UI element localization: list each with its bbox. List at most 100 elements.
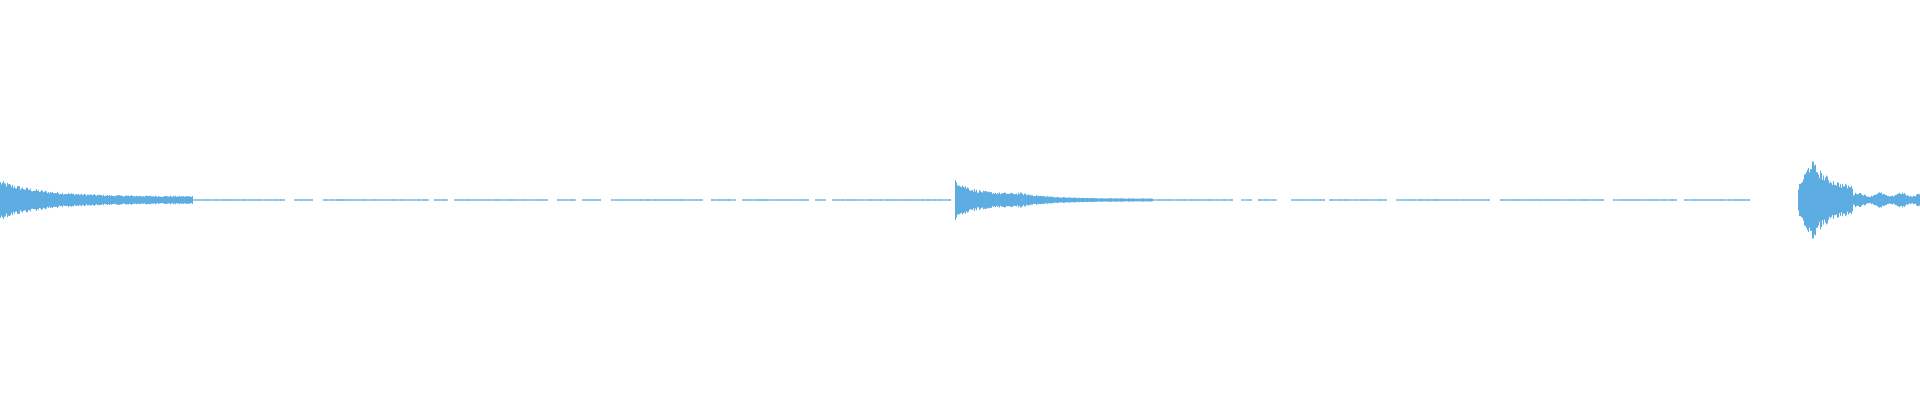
waveform-sample	[1897, 194, 1898, 206]
waveform-sample	[1130, 198, 1131, 202]
waveform-sample	[1741, 199, 1742, 201]
waveform-sample	[1530, 199, 1531, 201]
waveform-sample	[659, 199, 660, 201]
waveform-sample	[125, 195, 126, 205]
waveform-sample	[1344, 199, 1345, 201]
waveform-sample	[1511, 199, 1512, 201]
waveform-sample	[1746, 199, 1747, 201]
waveform-sample	[1449, 199, 1450, 201]
waveform-sample	[1265, 199, 1266, 201]
waveform-sample	[339, 199, 340, 201]
waveform-sample	[363, 199, 364, 201]
waveform-sample	[193, 199, 194, 201]
waveform-sample	[1341, 199, 1342, 201]
waveform-sample	[0, 182, 1, 218]
waveform-sample	[977, 192, 978, 208]
waveform-sample	[799, 199, 800, 201]
waveform-sample	[1837, 182, 1838, 218]
waveform-sample	[820, 199, 821, 201]
waveform-sample	[632, 199, 633, 201]
waveform-sample	[189, 196, 190, 204]
waveform-sample	[512, 199, 513, 201]
waveform-sample	[835, 199, 836, 201]
waveform-sample	[590, 199, 591, 201]
waveform-sample	[664, 199, 665, 201]
waveform-sample	[408, 199, 409, 201]
waveform-sample	[312, 199, 313, 201]
waveform-sample	[112, 195, 113, 205]
waveform-sample	[476, 199, 477, 201]
waveform-sample	[801, 199, 802, 201]
waveform-sample	[1800, 183, 1801, 217]
waveform-sample	[1092, 198, 1093, 202]
waveform-sample	[1465, 199, 1466, 201]
waveform-sample	[972, 189, 973, 211]
waveform-sample	[396, 199, 397, 201]
waveform-sample	[1691, 199, 1692, 201]
waveform-sample	[1178, 199, 1179, 201]
waveform-sample	[1115, 198, 1116, 202]
waveform-sample	[1847, 188, 1848, 212]
waveform-sample	[924, 199, 925, 201]
waveform-sample	[1687, 199, 1688, 201]
waveform-sample	[926, 199, 927, 201]
waveform-sample	[1572, 199, 1573, 201]
waveform-sample	[1018, 192, 1019, 208]
waveform-sample	[1908, 195, 1909, 205]
waveform-sample	[1350, 199, 1351, 201]
waveform-sample	[89, 195, 90, 205]
waveform-sample	[360, 199, 361, 201]
waveform-sample	[915, 199, 916, 201]
waveform-sample	[1298, 199, 1299, 201]
waveform-sample	[783, 199, 784, 201]
waveform-sample	[1900, 193, 1901, 207]
waveform-sample	[143, 196, 144, 204]
waveform-sample	[1013, 193, 1014, 207]
waveform-sample	[514, 199, 515, 201]
waveform-sample	[390, 199, 391, 201]
waveform-sample	[1000, 194, 1001, 206]
waveform-sample	[24, 189, 25, 211]
waveform-sample	[425, 199, 426, 201]
waveform-sample	[716, 199, 717, 201]
waveform-sample	[410, 199, 411, 201]
waveform-sample	[687, 199, 688, 201]
waveform-sample	[1472, 199, 1473, 201]
waveform-sample	[1690, 199, 1691, 201]
waveform-sample	[1421, 199, 1422, 201]
waveform-sample	[1887, 196, 1888, 204]
waveform-sample	[672, 199, 673, 201]
waveform-sample	[1069, 197, 1070, 203]
waveform-sample	[490, 199, 491, 201]
waveform-sample	[620, 199, 621, 201]
waveform-sample	[1293, 199, 1294, 201]
waveform-sample	[214, 199, 215, 201]
waveform-sample	[1249, 199, 1250, 201]
waveform-sample	[1414, 199, 1415, 201]
waveform-sample	[1186, 199, 1187, 201]
waveform-sample	[984, 191, 985, 209]
waveform-sample	[79, 194, 80, 206]
waveform-sample	[1714, 199, 1715, 201]
waveform-sample	[1354, 199, 1355, 201]
waveform-sample	[1505, 199, 1506, 201]
waveform-sample	[753, 199, 754, 201]
waveform-sample	[192, 196, 193, 204]
waveform-sample	[1127, 198, 1128, 202]
waveform-sample	[758, 199, 759, 201]
waveform-sample	[1175, 199, 1176, 201]
waveform-sample	[1413, 199, 1414, 201]
waveform-sample	[1114, 198, 1115, 202]
waveform-sample	[1125, 198, 1126, 202]
waveform-sample	[1507, 199, 1508, 201]
waveform-sample	[1501, 199, 1502, 201]
waveform-sample	[1541, 199, 1542, 201]
waveform-sample	[647, 199, 648, 201]
waveform-sample	[136, 195, 137, 205]
waveform-sample	[1534, 199, 1535, 201]
waveform-sample	[327, 199, 328, 201]
waveform-sample	[1912, 196, 1913, 204]
waveform-sample	[674, 199, 675, 201]
